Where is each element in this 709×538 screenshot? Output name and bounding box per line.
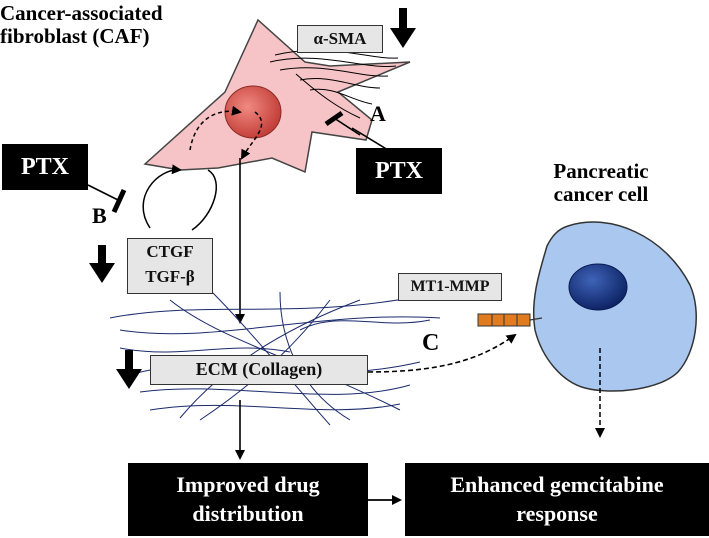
inhibitor-b <box>87 184 127 214</box>
caf-title-line2: fibroblast (CAF) <box>0 24 150 49</box>
cancer-cell-title-line2: cancer cell <box>553 182 649 207</box>
down-arrow-icon-ecm <box>116 350 142 389</box>
enhanced-response-box: Enhanced gemcitabine response <box>405 463 709 536</box>
enhanced-response-line1: Enhanced gemcitabine <box>450 471 664 497</box>
mt1-mmp-marker <box>477 313 543 327</box>
ptx-box-top: PTX <box>356 148 442 194</box>
ptx-box-left: PTX <box>2 144 88 190</box>
inhibitor-a <box>324 110 389 151</box>
ctgf-tgf-box: CTGF TGF-β <box>127 238 213 294</box>
improved-drug-line2: distribution <box>192 500 304 526</box>
path-label-c: C <box>422 330 440 356</box>
cancer-cell <box>532 221 697 392</box>
cancer-cell-title-line1: Pancreatic <box>553 159 649 183</box>
cancer-nucleus <box>568 263 628 311</box>
down-arrow-icon-ctgf <box>89 245 115 283</box>
caf-title: Cancer-associated fibroblast (CAF) <box>0 1 163 49</box>
path-label-a: A <box>370 101 386 126</box>
ctgf-label: CTGF <box>146 242 194 261</box>
caf-title-line1: Cancer-associated <box>0 1 163 25</box>
path-label-b: B <box>92 203 107 228</box>
cancer-cell-title: Pancreatic cancer cell <box>536 159 666 207</box>
improved-drug-line1: Improved drug <box>176 471 320 497</box>
mt1-mmp-box: MT1-MMP <box>398 273 502 301</box>
ecm-box: ECM (Collagen) <box>150 355 368 385</box>
tgf-beta-label: TGF-β <box>145 267 195 286</box>
path-c-arrow <box>367 333 517 373</box>
improved-drug-box: Improved drug distribution <box>128 463 368 536</box>
caf-cell <box>143 18 411 174</box>
down-arrow-icon-sma <box>390 8 416 48</box>
alpha-sma-box: α-SMA <box>297 25 383 53</box>
enhanced-response-line2: response <box>516 500 598 526</box>
